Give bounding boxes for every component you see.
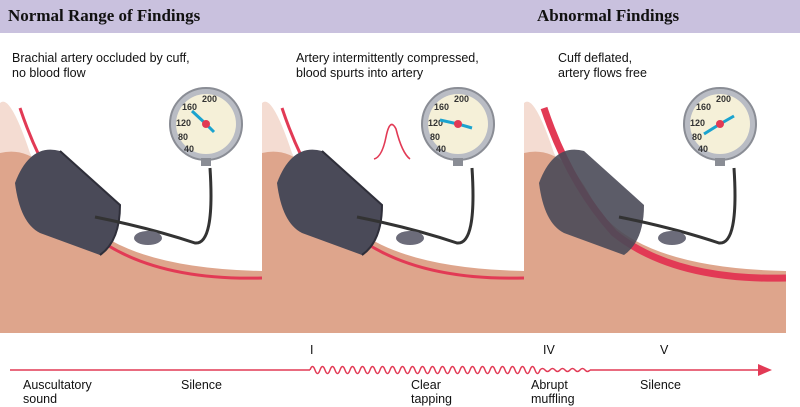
- panel-cuff-deflated: Cuff deflated, artery flows free 200 160…: [524, 33, 786, 333]
- dial-label: 200: [202, 94, 217, 104]
- panel-intermittent: Artery intermittently compressed, blood …: [262, 33, 524, 333]
- label-clear-tapping: Clear tapping: [411, 378, 453, 406]
- label-abrupt-muffling: Abrupt muffling: [531, 378, 575, 406]
- dial-label: 200: [454, 94, 469, 104]
- dial-label: 40: [698, 144, 708, 154]
- header-bar: Normal Range of Findings Abnormal Findin…: [0, 0, 800, 33]
- pressure-gauge-1: 200 160 120 80 40: [169, 87, 243, 166]
- dial-label: 160: [182, 102, 197, 112]
- timeline-wave: [309, 365, 591, 375]
- caption-panel-3: Cuff deflated, artery flows free: [558, 51, 647, 80]
- dial-label: 120: [176, 118, 191, 128]
- cuff: [15, 149, 120, 255]
- dial-label: 40: [436, 144, 446, 154]
- panel-cuff-occluded: Brachial artery occluded by cuff, no blo…: [0, 33, 262, 333]
- arrow-head-icon: [758, 364, 772, 376]
- stethoscope-head: [658, 231, 686, 245]
- caption-panel-1: Brachial artery occluded by cuff, no blo…: [12, 51, 190, 80]
- dial-label: 40: [184, 144, 194, 154]
- arm-illustration: [262, 101, 524, 333]
- abnormal-findings-title: Abnormal Findings: [537, 6, 680, 25]
- cuff: [277, 149, 382, 255]
- phase-label-iv: IV: [543, 343, 555, 357]
- label-silence-2: Silence: [640, 378, 681, 392]
- stethoscope-head: [396, 231, 424, 245]
- normal-findings-title: Normal Range of Findings: [8, 6, 201, 25]
- dial-label: 120: [690, 118, 705, 128]
- pulse-wave: [373, 123, 411, 160]
- caption-panel-2: Artery intermittently compressed, blood …: [296, 51, 479, 80]
- stethoscope-head: [134, 231, 162, 245]
- dial-label: 80: [178, 132, 188, 142]
- label-auscultatory-sound: Auscultatory sound: [23, 378, 92, 406]
- dial-label: 160: [434, 102, 449, 112]
- label-silence-1: Silence: [181, 378, 222, 392]
- pressure-gauge-3: 200 160 120 80 40: [683, 87, 757, 166]
- dial-label: 80: [692, 132, 702, 142]
- dial-label: 80: [430, 132, 440, 142]
- arm-illustration: [0, 101, 262, 333]
- cuff: [539, 149, 644, 255]
- dial-label: 200: [716, 94, 731, 104]
- dial-label: 160: [696, 102, 711, 112]
- phase-label-v: V: [660, 343, 669, 357]
- phase-label-i: I: [310, 343, 314, 357]
- dial-label: 120: [428, 118, 443, 128]
- pressure-gauge-2: 200 160 120 80 40: [421, 87, 495, 166]
- arm-illustration: [524, 101, 786, 333]
- auscultatory-timeline: [10, 364, 772, 376]
